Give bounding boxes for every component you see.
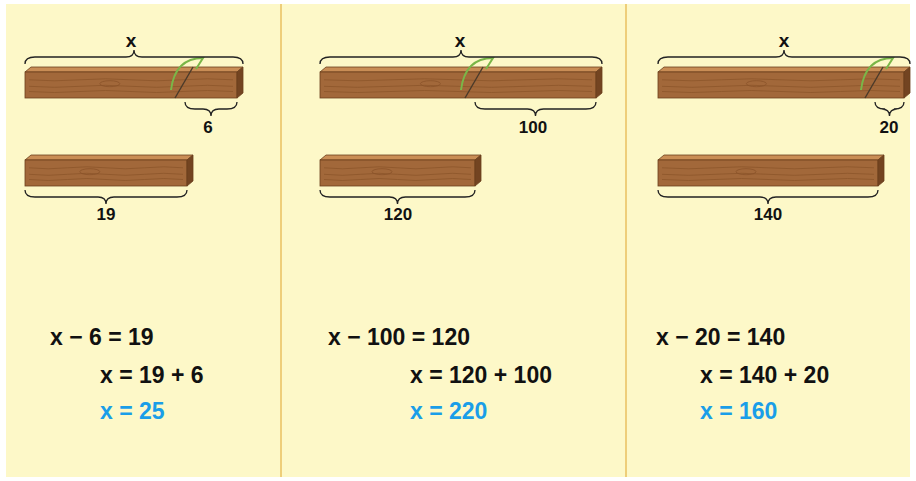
plank-end: [237, 67, 243, 98]
wood-grain: [662, 91, 900, 93]
wood-grain: [29, 173, 183, 175]
plank-top: [658, 67, 910, 72]
plank-end: [904, 67, 910, 98]
wood-grain: [29, 179, 183, 181]
equation: x − 100 = 120: [328, 324, 470, 350]
dimension-label: 6: [203, 118, 212, 138]
dimension-label: 19: [97, 205, 116, 225]
wood-grain: [324, 173, 471, 175]
dimension-label: 120: [384, 205, 412, 225]
plank-front: [320, 160, 475, 186]
plank-end: [596, 67, 602, 98]
equation-step: x = 140 + 20: [700, 362, 829, 388]
equation-answer: x = 220: [410, 398, 487, 424]
wood-grain: [324, 85, 592, 87]
plank-top: [25, 67, 243, 72]
dimension-brace: [875, 102, 904, 116]
panel-divider: [280, 4, 282, 477]
length-label: x: [455, 30, 466, 52]
equation: x − 20 = 140: [656, 324, 785, 350]
dimension-brace: [25, 190, 187, 204]
saw-cut-mark: [461, 58, 493, 90]
plank-top: [320, 155, 481, 160]
length-label: x: [779, 30, 790, 52]
equation-answer: x = 160: [700, 398, 777, 424]
wood-knot: [420, 81, 440, 87]
dimension-label: 140: [754, 205, 782, 225]
plank-front: [320, 72, 596, 98]
wood-grain: [324, 167, 471, 169]
dimension-brace: [185, 102, 237, 116]
plank-front: [25, 72, 237, 98]
wood-grain: [662, 85, 900, 87]
wood-grain: [662, 173, 874, 175]
dimension-label: 100: [519, 118, 547, 138]
panel-ground: [6, 4, 910, 477]
wood-knot: [736, 169, 756, 175]
wood-knot: [100, 81, 120, 87]
panel-divider: [625, 4, 627, 477]
wood-grain: [29, 167, 183, 169]
plank-end: [187, 155, 193, 186]
plank-top: [658, 155, 884, 160]
wood-knot: [372, 169, 392, 175]
wood-grain: [662, 179, 874, 181]
plank-top: [25, 155, 193, 160]
dimension-label: 20: [880, 118, 899, 138]
wood-grain: [29, 85, 233, 87]
saw-cut-mark: [861, 58, 893, 90]
plank-end: [878, 155, 884, 186]
equation-step: x = 19 + 6: [100, 362, 204, 388]
equation-answer: x = 25: [100, 398, 165, 424]
equation: x − 6 = 19: [50, 324, 154, 350]
saw-cut-mark: [171, 58, 203, 90]
dimension-brace: [320, 190, 475, 204]
plank-front: [25, 160, 187, 186]
wood-grain: [29, 79, 233, 81]
length-label: x: [126, 30, 137, 52]
plank-end: [475, 155, 481, 186]
wood-grain: [662, 167, 874, 169]
wood-knot: [746, 81, 766, 87]
equation-step: x = 120 + 100: [410, 362, 552, 388]
dimension-brace: [475, 102, 596, 116]
plank-top: [320, 67, 602, 72]
dimension-brace: [25, 50, 243, 64]
wood-grain: [324, 179, 471, 181]
dimension-brace: [658, 50, 910, 64]
wood-grain: [29, 91, 233, 93]
dimension-brace: [320, 50, 602, 64]
wood-grain: [324, 79, 592, 81]
wood-grain: [324, 91, 592, 93]
plank-front: [658, 160, 878, 186]
dimension-brace: [658, 190, 878, 204]
wood-knot: [80, 169, 100, 175]
